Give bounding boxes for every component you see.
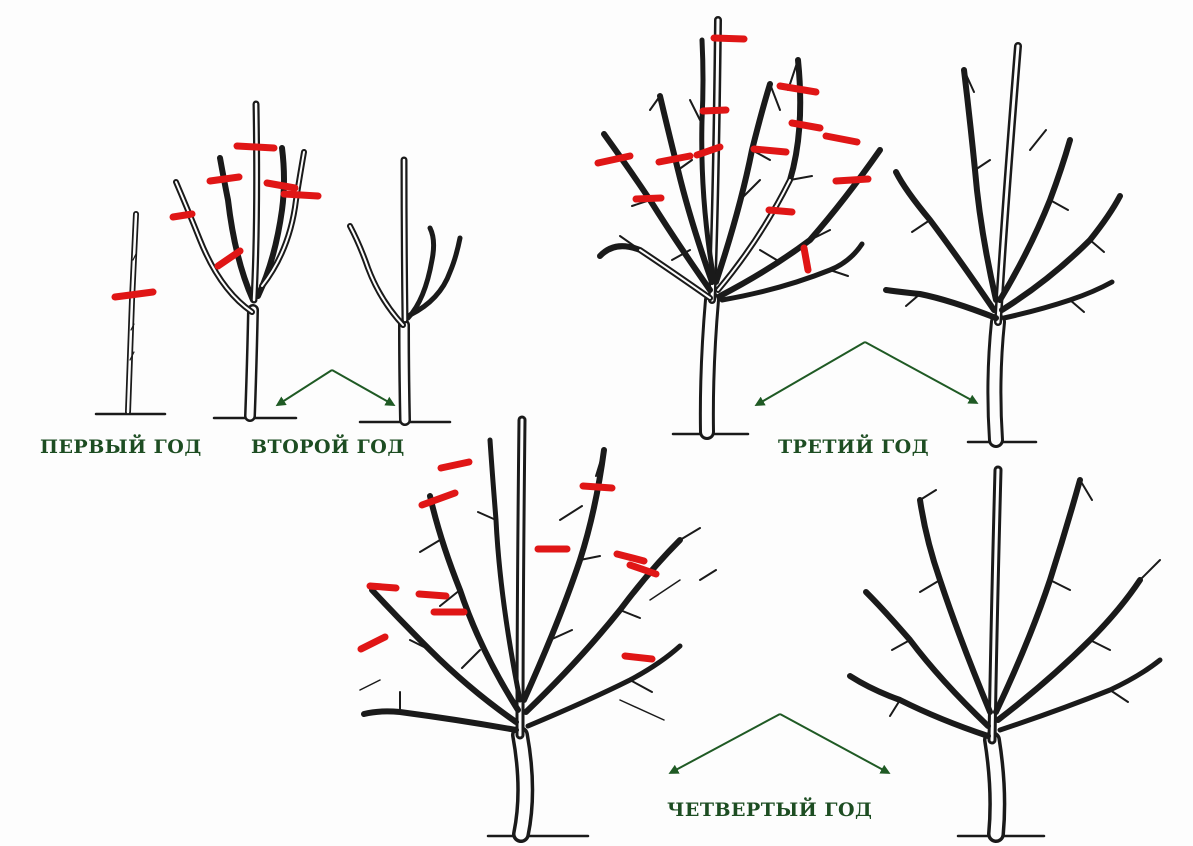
cut-mark	[826, 136, 857, 142]
cut-mark	[583, 486, 612, 488]
tree-year4-before	[360, 420, 716, 836]
label-second-year: ВТОРОЙ ГОД	[251, 436, 405, 458]
label-third-year: ТРЕТИЙ ГОД	[778, 436, 929, 458]
cut-mark	[173, 214, 192, 217]
cut-mark	[441, 462, 469, 468]
tree-year4-after	[850, 470, 1160, 836]
cut-mark	[625, 656, 652, 659]
cut-mark	[792, 123, 820, 128]
tree-year3-before	[600, 20, 880, 434]
label-first-year: ПЕРВЫЙ ГОД	[40, 436, 202, 458]
cut-mark	[714, 38, 744, 39]
cut-mark	[267, 183, 295, 188]
cut-mark	[703, 110, 726, 111]
cut-mark	[804, 248, 808, 270]
cut-mark	[115, 292, 153, 297]
cut-mark	[636, 198, 661, 199]
cut-mark	[422, 493, 455, 505]
tree-year1	[96, 214, 165, 414]
cut-mark	[754, 149, 786, 152]
cut-mark	[370, 586, 396, 588]
cut-mark	[419, 594, 446, 596]
cut-mark	[659, 156, 690, 162]
tree-year2-after	[350, 160, 460, 422]
tree-year2-before	[176, 104, 304, 418]
cut-mark	[617, 554, 644, 561]
cut-mark	[780, 86, 816, 92]
arrow-year4	[672, 714, 887, 772]
tree-year3-after	[886, 46, 1120, 442]
cut-mark	[210, 177, 239, 181]
cut-mark	[769, 210, 792, 212]
label-fourth-year: ЧЕТВЕРТЫЙ ГОД	[667, 799, 872, 821]
arrow-year2	[279, 370, 392, 404]
cut-mark	[284, 194, 318, 196]
cut-mark	[361, 637, 385, 649]
cut-mark	[836, 179, 868, 181]
cut-mark	[237, 146, 274, 148]
arrow-year3	[758, 342, 975, 404]
